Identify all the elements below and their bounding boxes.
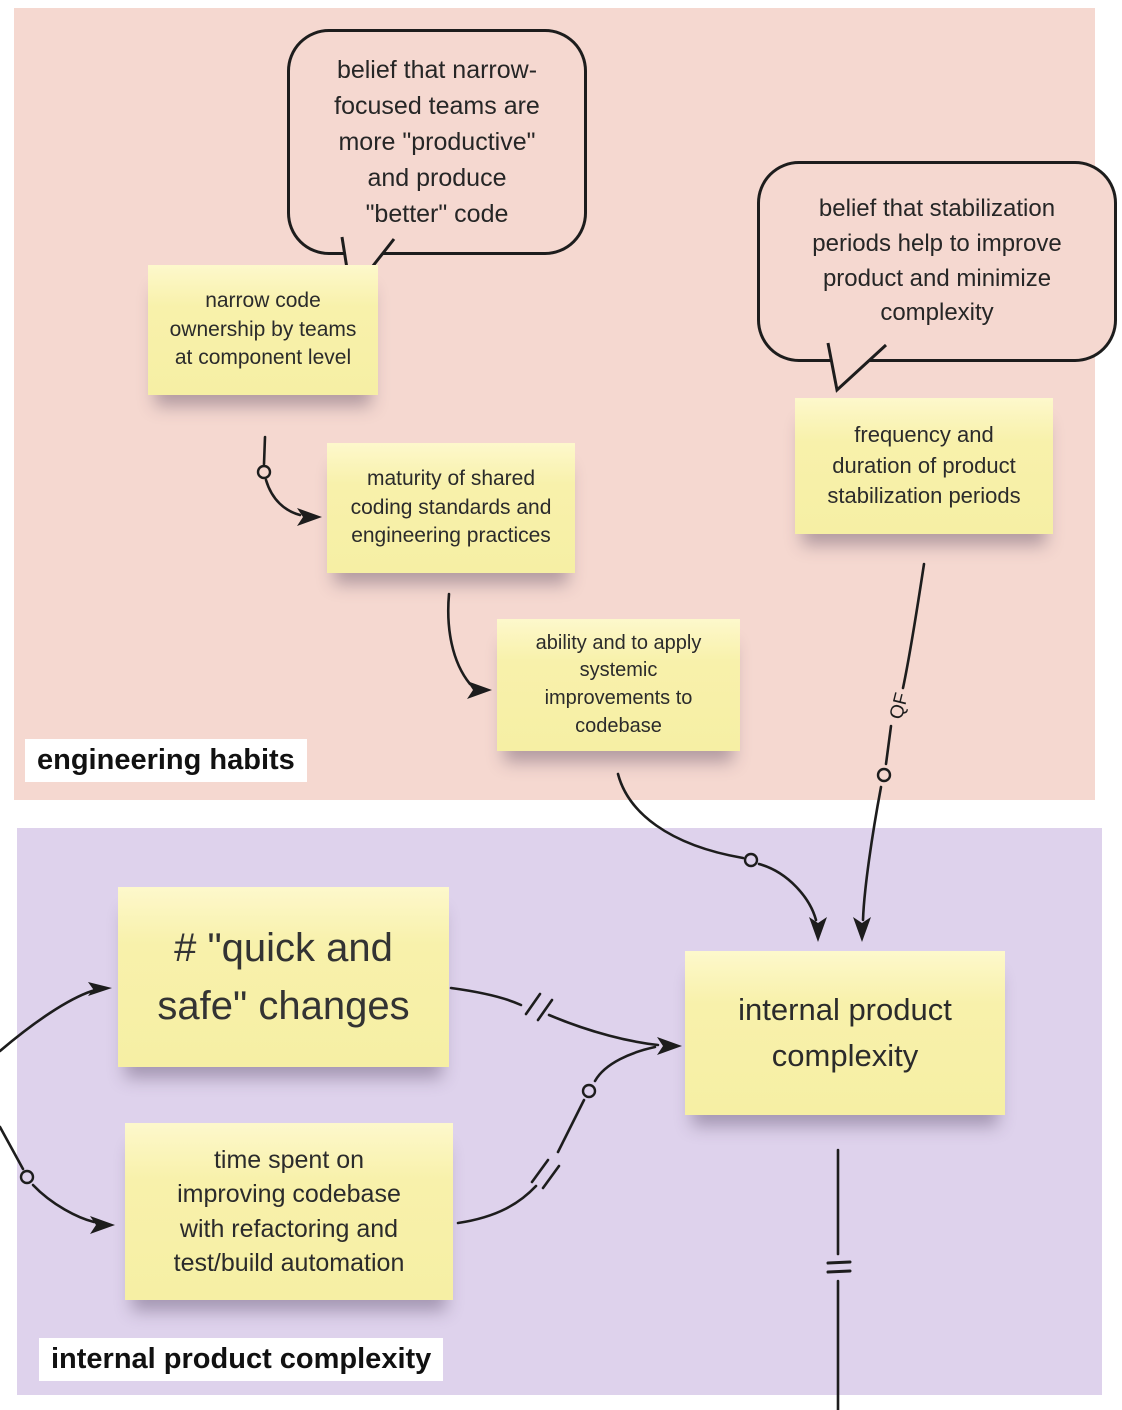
connector-time-spent-to-complexity[interactable] xyxy=(456,1045,657,1225)
delay-mark xyxy=(524,992,542,1016)
delay-mark xyxy=(826,1269,852,1274)
sticky-internal-product-complexity[interactable]: internal product complexity xyxy=(685,951,1005,1115)
delay-mark xyxy=(530,1158,550,1184)
sticky-stabilization-frequency[interactable]: frequency and duration of product stabil… xyxy=(795,398,1053,534)
speech-bubble-text: belief that stabilization periods help t… xyxy=(812,195,1062,327)
connector-complexity-to-offscreen-bottom[interactable] xyxy=(826,1148,852,1410)
connector-offscreen-to-time-spent[interactable] xyxy=(0,1125,115,1234)
speech-bubble-stabilization[interactable]: belief that stabilization periods help t… xyxy=(757,161,1117,362)
sticky-ability-systemic-improvements[interactable]: ability and to apply systemic improvemen… xyxy=(497,619,740,751)
polarity-o-marker xyxy=(19,1169,35,1185)
section-label-engineering-habits: engineering habits xyxy=(25,739,307,782)
polarity-o-marker xyxy=(743,852,759,868)
delay-mark xyxy=(826,1260,852,1265)
connector-maturity-to-ability[interactable] xyxy=(447,592,492,699)
connector-narrow-to-maturity[interactable] xyxy=(256,435,322,526)
section-label-internal-product-complexity: internal product complexity xyxy=(39,1338,444,1381)
polarity-o-marker xyxy=(581,1083,597,1099)
speech-bubble-text: belief that narrow- focused teams are mo… xyxy=(334,56,540,228)
qf-link-label: QF xyxy=(886,691,913,722)
sticky-narrow-code-ownership[interactable]: narrow code ownership by teams at compon… xyxy=(148,265,378,395)
delay-mark xyxy=(536,998,554,1022)
delay-mark xyxy=(541,1164,561,1190)
connector-stabilization-to-complexity[interactable]: QF xyxy=(853,562,926,942)
sticky-quick-safe-changes[interactable]: # "quick and safe" changes xyxy=(118,887,449,1067)
speech-bubble-narrow-teams[interactable]: belief that narrow- focused teams are mo… xyxy=(287,29,587,255)
connector-ability-to-complexity[interactable] xyxy=(616,772,827,942)
connector-quick-safe-to-complexity[interactable] xyxy=(449,986,682,1055)
polarity-o-marker xyxy=(876,767,892,783)
connector-offscreen-to-quick-safe[interactable] xyxy=(0,982,112,1053)
polarity-o-marker xyxy=(256,464,272,480)
sticky-maturity-shared-standards[interactable]: maturity of shared coding standards and … xyxy=(327,443,575,573)
sticky-time-spent-improving[interactable]: time spent on improving codebase with re… xyxy=(125,1123,453,1300)
speech-bubble-tail xyxy=(826,342,888,393)
